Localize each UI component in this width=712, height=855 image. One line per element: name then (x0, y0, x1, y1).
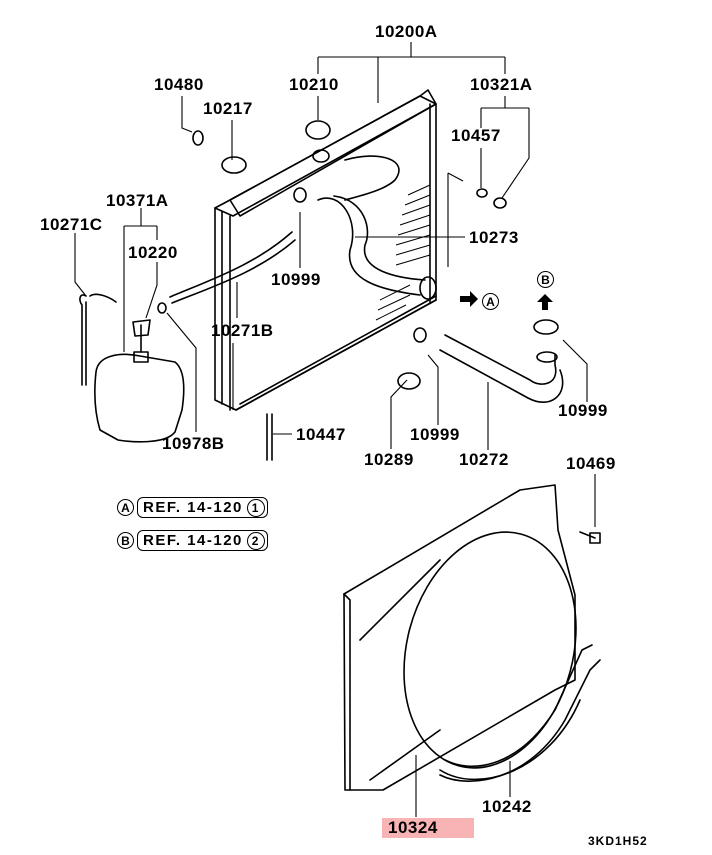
callout-10999-top[interactable]: 10999 (271, 270, 321, 289)
callout-10999-right[interactable]: 10999 (558, 401, 608, 420)
callout-10217[interactable]: 10217 (203, 99, 253, 118)
callout-10200A[interactable]: 10200A (375, 22, 438, 41)
callout-10271B[interactable]: 10271B (211, 321, 274, 340)
callout-10273[interactable]: 10273 (469, 228, 519, 247)
callout-10999-mid[interactable]: 10999 (410, 425, 460, 444)
fan-shroud-illustration (343, 484, 601, 791)
rod-10447-illustration (266, 413, 273, 461)
arrow-b-icon (537, 294, 553, 310)
connection-marker-b: B (537, 271, 554, 288)
connection-marker-a: A (482, 293, 499, 310)
hose-10271C-illustration (79, 293, 117, 386)
drawing-code: 3KD1H52 (588, 834, 648, 848)
callout-10480[interactable]: 10480 (154, 75, 204, 94)
upper-hose-illustration (317, 155, 437, 300)
callout-10469[interactable]: 10469 (566, 454, 616, 473)
callout-10978B[interactable]: 10978B (162, 434, 225, 453)
leader-lines (74, 42, 596, 817)
callout-10210[interactable]: 10210 (289, 75, 339, 94)
radiator-illustration (214, 89, 437, 411)
fan-ring-10242-illustration (439, 699, 581, 781)
callout-10220[interactable]: 10220 (128, 243, 178, 262)
callout-10371A[interactable]: 10371A (106, 191, 169, 210)
callout-10457[interactable]: 10457 (451, 126, 501, 145)
reference-index: 2 (246, 531, 265, 550)
reference-box: REF. 14-120 2 (137, 530, 268, 551)
reservoir-tank-illustration (94, 319, 185, 443)
callout-10242[interactable]: 10242 (482, 797, 532, 816)
reference-text: REF. 14-120 (143, 532, 243, 549)
callout-10324-highlighted[interactable]: 10324 (382, 818, 474, 838)
overflow-hose-illustration (157, 231, 296, 314)
reference-index: 1 (246, 498, 265, 517)
reference-marker: A (117, 499, 134, 516)
clamps-illustration (192, 130, 601, 544)
reference-box: REF. 14-120 1 (137, 497, 268, 518)
lower-hose-illustration (439, 319, 564, 403)
reference-row-a[interactable]: A REF. 14-120 1 (117, 497, 268, 518)
reference-text: REF. 14-120 (143, 499, 243, 516)
callout-10289[interactable]: 10289 (364, 450, 414, 469)
reference-marker: B (117, 532, 134, 549)
callout-10271C[interactable]: 10271C (40, 215, 103, 234)
callout-10447[interactable]: 10447 (296, 425, 346, 444)
reference-row-b[interactable]: B REF. 14-120 2 (117, 530, 268, 551)
callout-10272[interactable]: 10272 (459, 450, 509, 469)
callout-10321A[interactable]: 10321A (470, 75, 533, 94)
arrow-a-icon (460, 291, 478, 307)
